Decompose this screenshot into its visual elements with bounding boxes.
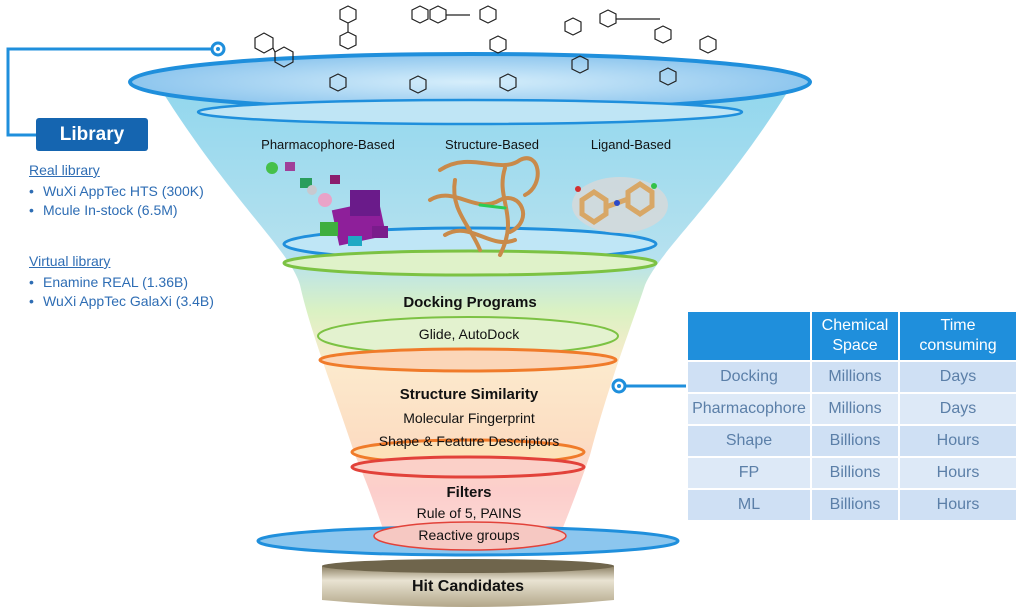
- library-item: Enamine REAL (1.36B): [29, 274, 214, 290]
- table-cell: ML: [688, 490, 810, 520]
- hit-candidates-label: Hit Candidates: [411, 578, 525, 595]
- library-connector: [6, 47, 218, 137]
- docking-programs-detail: Glide, AutoDock: [418, 326, 520, 342]
- method-comparison-table: Chemical Space Time consuming Docking Mi…: [686, 310, 1018, 522]
- virtual-library-section: Virtual library Enamine REAL (1.36B) WuX…: [29, 253, 214, 312]
- ligand-structure-image: [572, 177, 668, 233]
- table-cell: Days: [900, 362, 1016, 392]
- library-item: WuXi AppTec GalaXi (3.4B): [29, 293, 214, 309]
- table-cell: FP: [688, 458, 810, 488]
- table-header-cell: Chemical Space: [812, 312, 898, 360]
- reactive-groups-label: Reactive groups: [418, 527, 520, 543]
- table-cell: Hours: [900, 426, 1016, 456]
- table-cell: Billions: [812, 426, 898, 456]
- table-cell: Hours: [900, 458, 1016, 488]
- virtual-library-heading: Virtual library: [29, 253, 111, 269]
- library-item: WuXi AppTec HTS (300K): [29, 183, 204, 199]
- filters-ring-pink: [373, 521, 567, 551]
- table-row: FP Billions Hours: [688, 458, 1016, 488]
- table-cell: Millions: [812, 362, 898, 392]
- pharmacophore-based-label: Pharmacophore-Based: [261, 137, 395, 152]
- docking-ring-orange: [318, 347, 618, 373]
- table-row: ML Billions Hours: [688, 490, 1016, 520]
- library-title-box: Library: [36, 118, 148, 151]
- table-row: Docking Millions Days: [688, 362, 1016, 392]
- table-row: Pharmacophore Millions Days: [688, 394, 1016, 424]
- molecular-fingerprint-label: Molecular Fingerprint: [403, 410, 535, 426]
- hit-candidates-base: [322, 566, 614, 607]
- table-row: Shape Billions Hours: [688, 426, 1016, 456]
- structure-similarity-title: Structure Similarity: [399, 386, 539, 403]
- table-header-cell: Time consuming: [900, 312, 1016, 360]
- table-cell: Hours: [900, 490, 1016, 520]
- structure-based-label: Structure-Based: [445, 137, 539, 152]
- ligand-based-label: Ligand-Based: [590, 137, 672, 152]
- molecule-structures: [254, 5, 717, 94]
- table-header-row: Chemical Space Time consuming: [688, 312, 1016, 360]
- table-cell: Billions: [812, 458, 898, 488]
- protein-structure-image: [428, 156, 540, 257]
- filters-title: Filters: [446, 484, 492, 501]
- docking-programs-title: Docking Programs: [403, 294, 537, 311]
- hit-candidates-base-top: [322, 559, 614, 573]
- library-inner-ring: [196, 98, 744, 126]
- screening-ring-green: [282, 249, 658, 277]
- table-cell: Pharmacophore: [688, 394, 810, 424]
- table-cell: Shape: [688, 426, 810, 456]
- table-cell: Docking: [688, 362, 810, 392]
- shape-feature-descriptors-label: Shape & Feature Descriptors: [378, 433, 560, 449]
- table-header-cell: [688, 312, 810, 360]
- rule-of-5-pains-label: Rule of 5, PAINS: [416, 505, 522, 521]
- table-cell: Billions: [812, 490, 898, 520]
- real-library-heading: Real library: [29, 162, 100, 178]
- real-library-section: Real library WuXi AppTec HTS (300K) Mcul…: [29, 162, 204, 221]
- library-item: Mcule In-stock (6.5M): [29, 202, 204, 218]
- table-cell: Millions: [812, 394, 898, 424]
- similarity-ring-red: [350, 455, 586, 479]
- pharmacophore-model-image: [266, 162, 388, 246]
- table-cell: Days: [900, 394, 1016, 424]
